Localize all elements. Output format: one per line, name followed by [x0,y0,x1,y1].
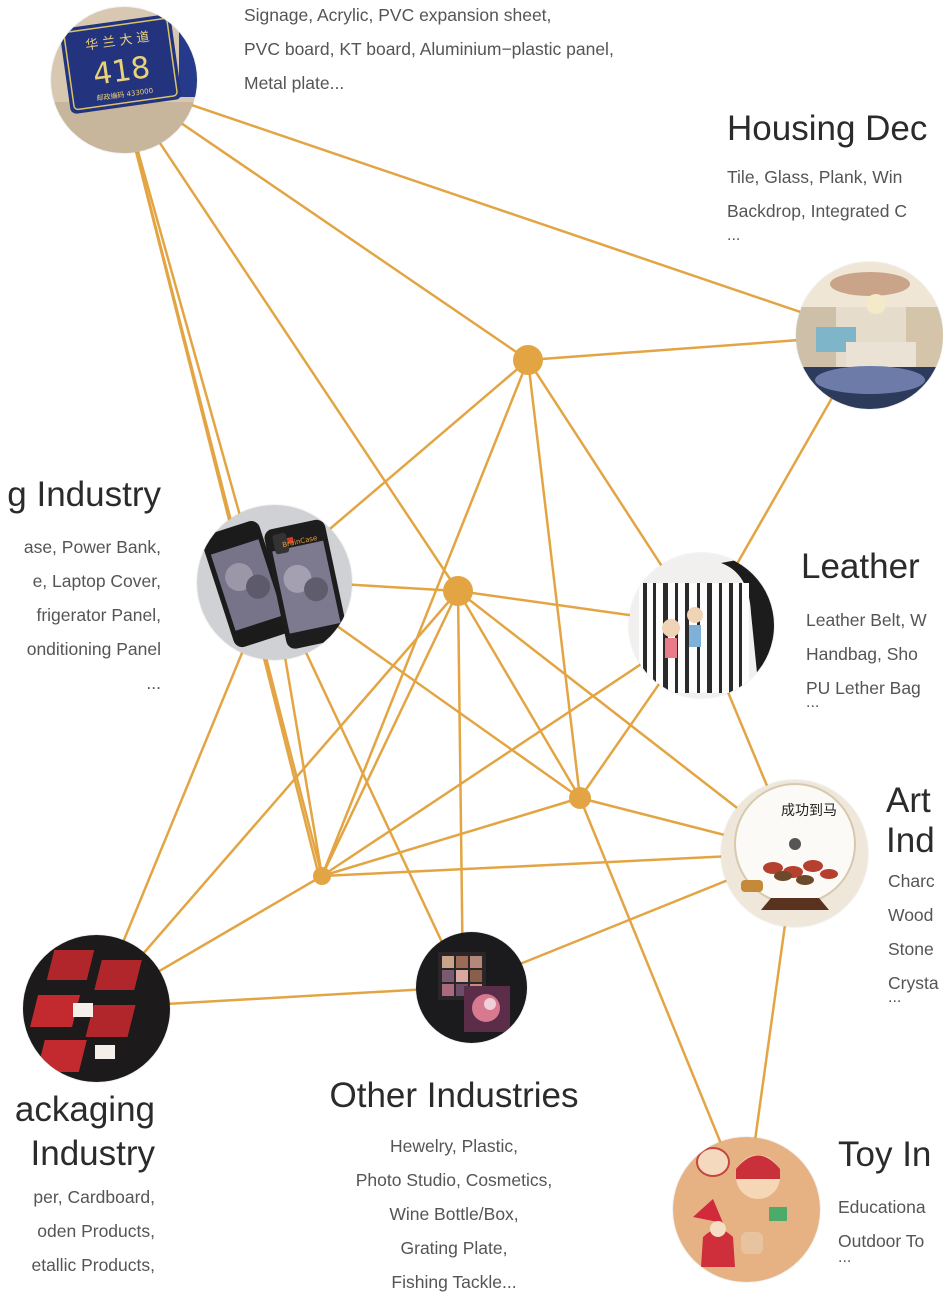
digital-line-1: ase, Power Bank, [23,537,161,557]
signage-description: Signage, Acrylic, PVC expansion sheet, P… [244,0,614,100]
packaging-line-1: per, Cardboard, [33,1187,155,1207]
housing-line-2: Backdrop, Integrated C [727,201,907,221]
packaging-line-3: etallic Products, [31,1255,155,1275]
leather-line-1: Leather Belt, W [806,610,927,630]
other-line-5: Fishing Tackle... [391,1272,517,1292]
digital-line-2: e, Laptop Cover, [32,571,161,591]
digital-heading: g Industry [7,475,161,514]
housing-ellipsis: ... [727,227,741,244]
digital-ellipsis: ... [146,673,161,693]
packaging-heading-line-2: Industry [30,1134,156,1173]
other-line-4: Grating Plate, [400,1238,508,1258]
art-heading-line-1: Art [886,781,931,820]
other-line-3: Wine Bottle/Box, [389,1204,519,1224]
packaging-description: per, Cardboard, oden Products, etallic P… [31,1180,155,1282]
art-ellipsis: ... [888,989,902,1006]
signage-line-1: Signage, Acrylic, PVC expansion sheet, [244,5,552,25]
leather-description: Leather Belt, W Handbag, Sho PU Lether B… [806,603,927,711]
toy-description: Educationa Outdoor To ... [838,1190,926,1266]
art-description: Charc Wood Stone Crysta ... [888,864,939,1006]
digital-line-4: onditioning Panel [26,639,161,659]
sign-number-text: 418 [91,50,153,93]
packaging-photo-icon [23,935,170,1082]
other-line-2: Photo Studio, Cosmetics, [355,1170,553,1190]
packaging-heading: ackaging Industry [15,1088,155,1176]
art-plate-photo-icon: 成功到马 [721,780,868,927]
leather-line-3: PU Lether Bag [806,678,921,698]
digital-line-3: frigerator Panel, [36,605,161,625]
art-heading-line-2: Ind [886,821,935,860]
leather-ellipsis: ... [806,694,820,711]
toy-line-2: Outdoor To [838,1231,925,1251]
art-line-4: Crysta [888,973,939,993]
housing-line-1: Tile, Glass, Plank, Win [727,167,903,187]
toy-line-1: Educationa [838,1197,926,1217]
signage-photo-icon: 华 兰 大 道 418 邮政编码 433000 [51,7,197,153]
toy-heading: Toy In [838,1135,932,1174]
housing-photo-icon [796,262,943,409]
other-description: Hewelry, Plastic, Photo Studio, Cosmetic… [254,1129,654,1299]
calligraphy-text: 成功到马 [781,803,837,819]
digital-description: ase, Power Bank, e, Laptop Cover, friger… [24,530,161,700]
housing-heading: Housing Dec [727,109,928,148]
toy-ellipsis: ... [838,1249,852,1266]
leather-bag-photo-icon [629,553,774,698]
hub-node-center [443,576,473,606]
hub-node-upper [513,345,543,375]
art-line-1: Charc [888,871,935,891]
hub-node-right [569,787,591,809]
other-line-1: Hewelry, Plastic, [389,1136,519,1156]
housing-description: Tile, Glass, Plank, Win Backdrop, Integr… [727,160,907,244]
signage-line-2: PVC board, KT board, Aluminium−plastic p… [244,39,614,59]
other-heading: Other Industries [329,1076,579,1115]
packaging-heading-line-1: ackaging [14,1090,155,1129]
art-line-3: Stone [888,939,934,959]
hub-node-lower [313,867,331,885]
packaging-line-2: oden Products, [37,1221,155,1241]
leather-heading: Leather [801,547,920,586]
art-line-2: Wood [888,905,934,925]
art-heading: Art Ind [886,781,935,861]
cosmetics-photo-icon [416,932,527,1043]
leather-line-2: Handbag, Sho [806,644,918,664]
phone-case-photo-icon: BrainCase [197,505,352,660]
hub-points [313,345,591,885]
signage-line-3: Metal plate... [244,73,345,93]
toy-photo-icon [673,1137,820,1282]
